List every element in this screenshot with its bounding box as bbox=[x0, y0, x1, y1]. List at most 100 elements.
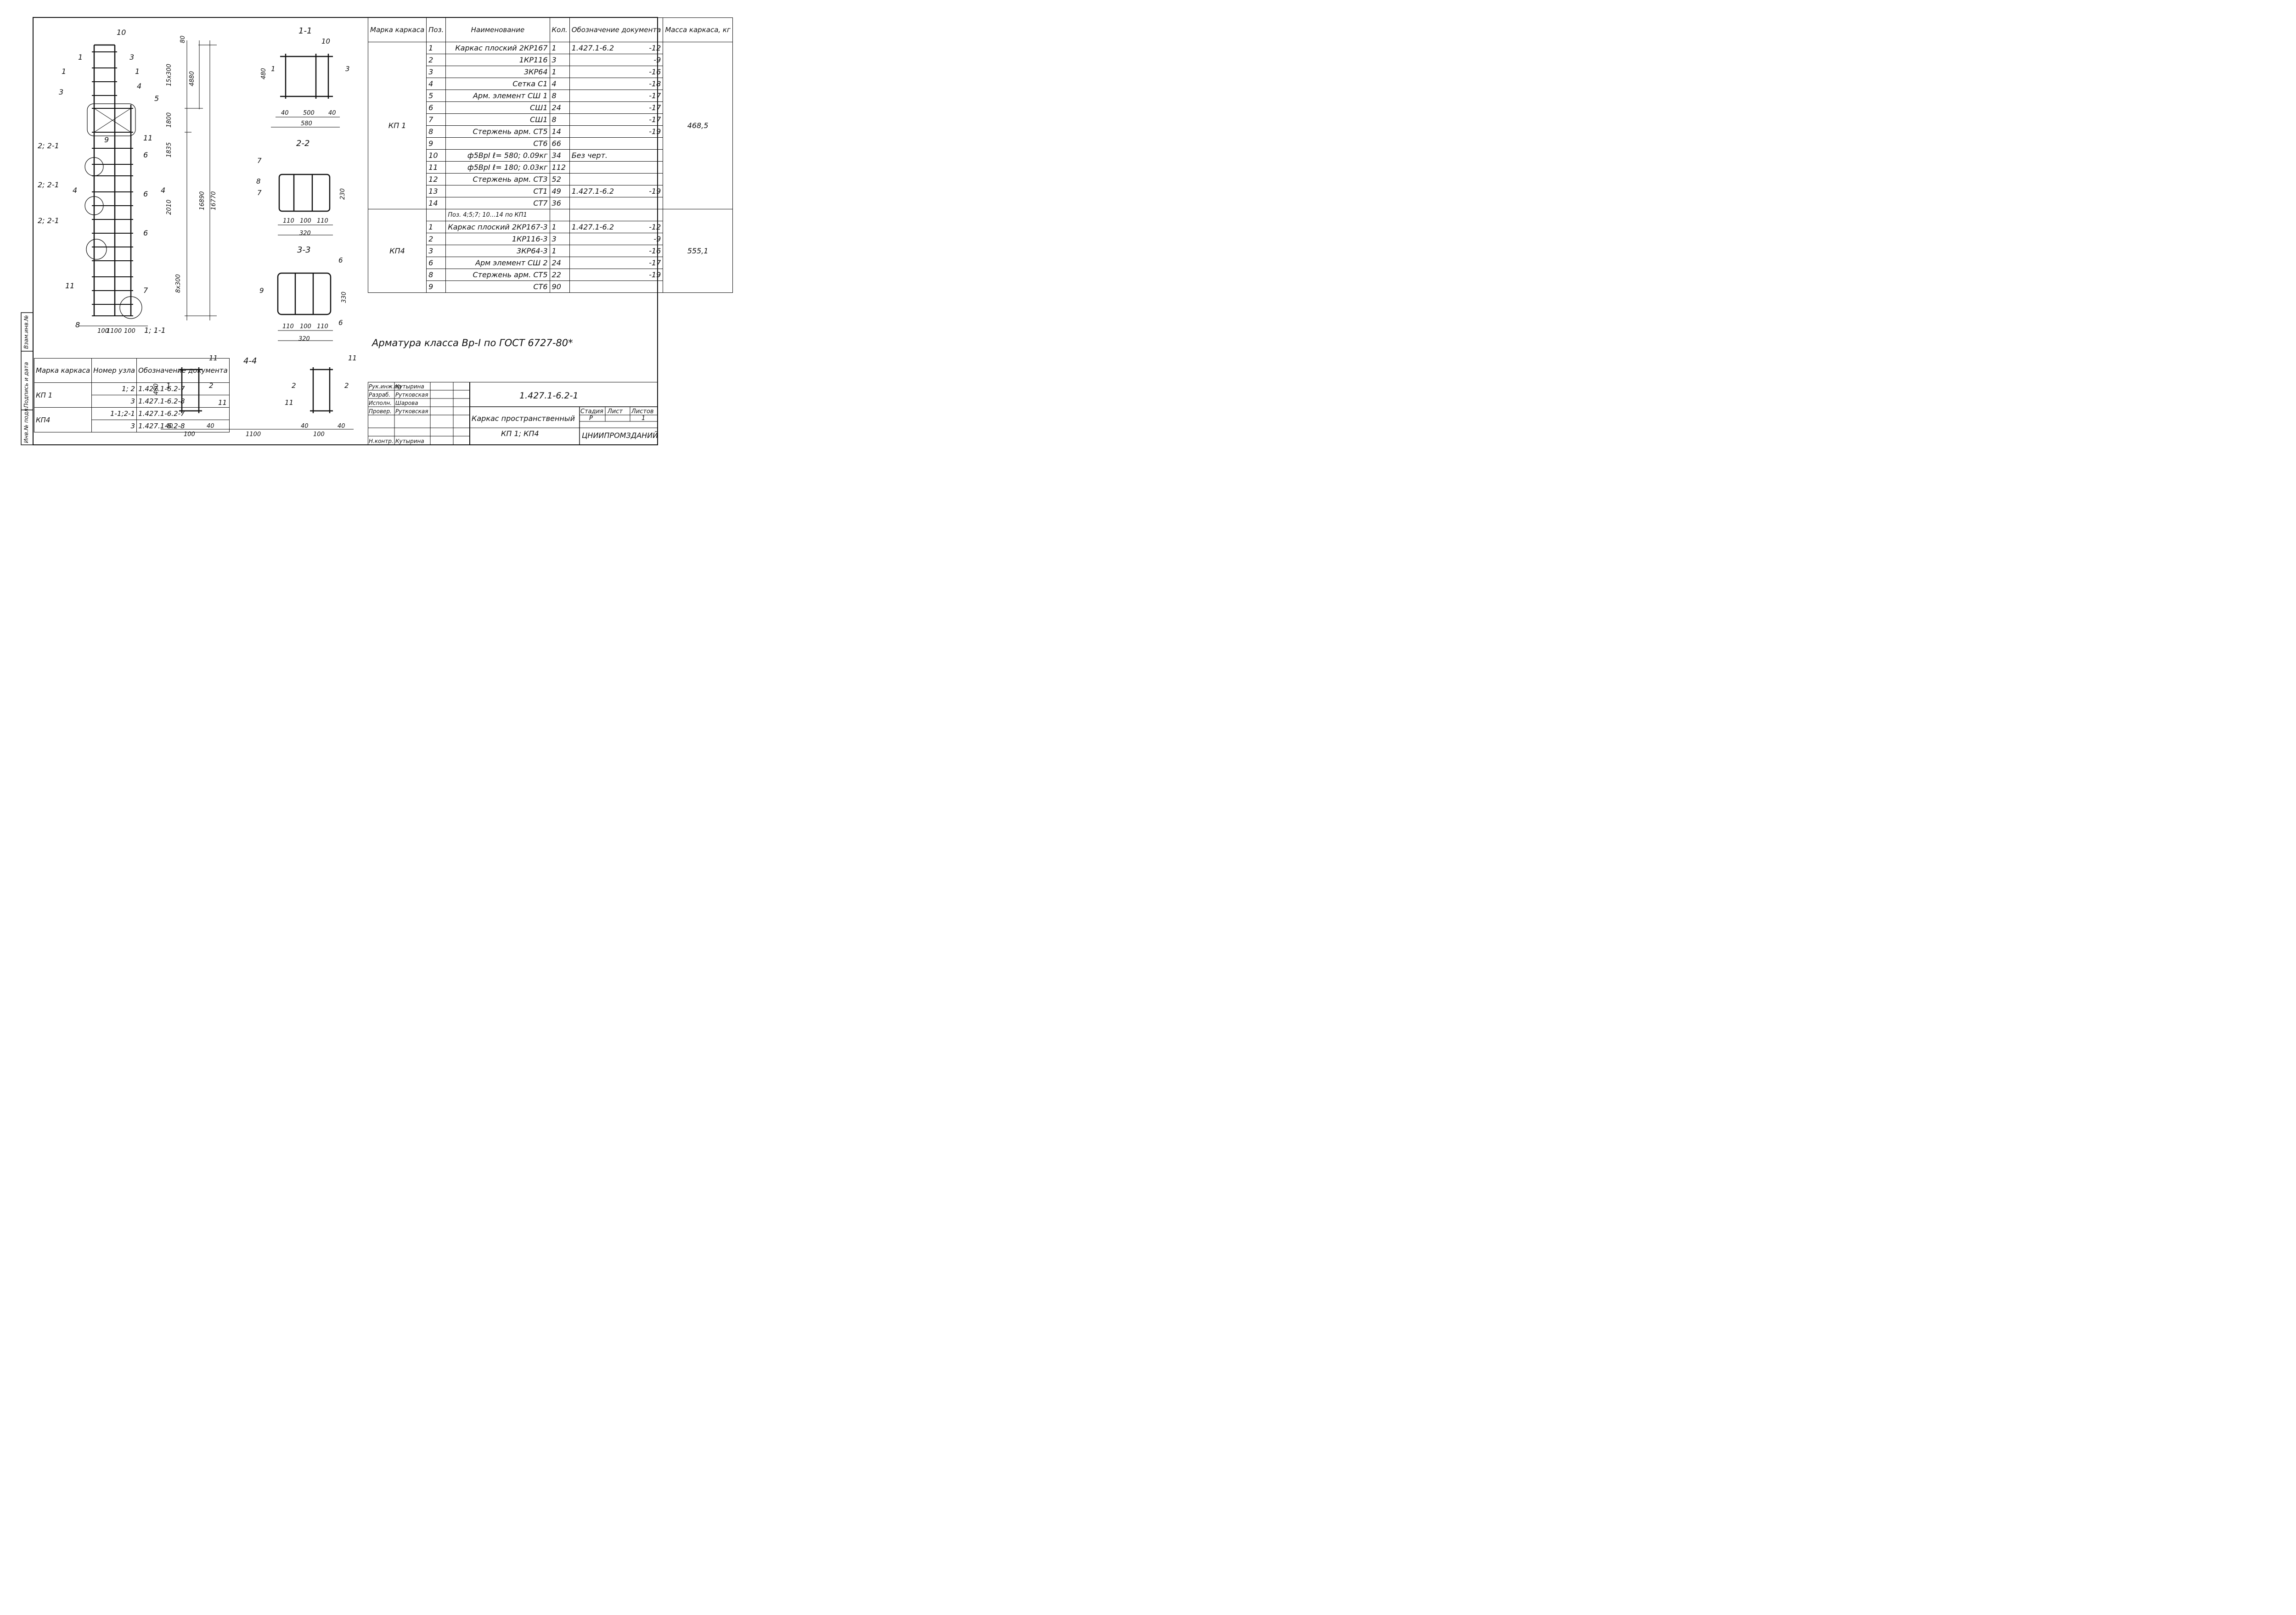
spec-name: ф5ВрI ℓ= 580; 0.09кг bbox=[445, 149, 550, 162]
spec-name: 3КР64-3 bbox=[445, 245, 550, 257]
ref-doc: 1.427.1-6.2-7 bbox=[136, 407, 230, 420]
spec-name: Арм элемент СШ 2 bbox=[445, 257, 550, 269]
spec-doc-sheet: -16 bbox=[649, 247, 661, 255]
node-reference-table: Марка каркаса Номер узла Обозначение док… bbox=[34, 358, 230, 432]
callout-7: 7 bbox=[143, 286, 148, 295]
spec-qty: 49 bbox=[549, 185, 570, 197]
spec-doc-sheet: -19 bbox=[649, 187, 661, 196]
dim-16770: 16770 bbox=[210, 191, 217, 210]
dim-320: 320 bbox=[299, 230, 311, 237]
callout-node-2-low: 2; 2-1 bbox=[38, 216, 59, 225]
section-1-1-title: 1-1 bbox=[298, 26, 312, 36]
role-3: Провер. bbox=[369, 408, 392, 415]
spec-pos: 1 bbox=[426, 42, 446, 54]
s44-callout-11d: 11 bbox=[285, 398, 293, 407]
spec-doc: -18 bbox=[569, 78, 664, 90]
s33-callout-9: 9 bbox=[259, 286, 264, 295]
spec-doc: 1.427.1-6.2-19 bbox=[569, 185, 664, 197]
spec-name: Каркас плоский 2КР167 bbox=[445, 42, 550, 54]
s22-callout-7a: 7 bbox=[257, 157, 262, 165]
spec-doc: -17 bbox=[569, 113, 664, 126]
callout-node-1: 1; 1-1 bbox=[144, 326, 166, 335]
role-5: Н.контр. bbox=[369, 438, 394, 444]
spec-doc-sheet: -12 bbox=[649, 44, 661, 52]
spec-pos: 3 bbox=[426, 245, 446, 257]
spec-doc-sheet: -19 bbox=[649, 127, 661, 136]
s11-callout-1: 1 bbox=[271, 65, 276, 73]
dim-100-right: 100 bbox=[124, 328, 135, 335]
ref-row: КП4 1-1;2-1 1.427.1-6.2-7 bbox=[34, 407, 230, 432]
dim-110-r: 110 bbox=[317, 218, 328, 224]
spec-name: СТ6 bbox=[445, 280, 550, 293]
spec-doc-code: Без черт. bbox=[571, 151, 608, 160]
spec-doc: -17 bbox=[569, 257, 664, 269]
sheets-label: Листов bbox=[631, 408, 654, 415]
spec-qty: 112 bbox=[549, 161, 570, 174]
spec-pos: 11 bbox=[426, 161, 446, 174]
cut-4-right: 4 bbox=[161, 186, 165, 195]
section-4-4-title: 4-4 bbox=[243, 356, 257, 366]
spec-pos: 13 bbox=[426, 185, 446, 197]
spec-mass: 468,5 bbox=[663, 42, 733, 209]
dim-110-l: 110 bbox=[283, 218, 294, 224]
spec-note-row: КП4 Поз. 4;5;7; 10...14 по КП1 555,1 bbox=[367, 209, 733, 293]
spec-doc-sheet: -17 bbox=[649, 258, 661, 267]
specification-table: Марка каркаса Поз. Наименование Кол. Обо… bbox=[367, 17, 733, 293]
section-3-3-title: 3-3 bbox=[297, 245, 310, 255]
s11-callout-10: 10 bbox=[321, 37, 330, 45]
spec-doc: 1.427.1-6.2-12 bbox=[569, 221, 664, 233]
spec-qty: 66 bbox=[549, 137, 570, 150]
spec-qty: 36 bbox=[549, 197, 570, 209]
ref-node: 1; 2 bbox=[91, 382, 137, 395]
ref-row: КП 1 1; 2 1.427.1-6.2-7 bbox=[34, 382, 230, 408]
ref-mark: КП 1 bbox=[34, 382, 92, 408]
spec-qty: 8 bbox=[549, 113, 570, 126]
ref-node: 3 bbox=[91, 395, 137, 408]
role-1: Разраб. bbox=[369, 392, 390, 398]
spec-doc: -19 bbox=[569, 125, 664, 138]
rebar-class-note: Арматура класса Вр-I по ГОСТ 6727-80* bbox=[372, 337, 573, 348]
section-2-2: 2-2 230 110 100 110 320 7 8 7 bbox=[256, 139, 346, 237]
callout-3: 3 bbox=[129, 53, 134, 62]
hdr-pos: Поз. bbox=[426, 17, 446, 42]
dim-15x300: 15х300 bbox=[166, 64, 173, 86]
spec-pos: 10 bbox=[426, 149, 446, 162]
role-0: Рук.инж.пр bbox=[369, 383, 402, 390]
spec-name: СТ7 bbox=[445, 197, 550, 209]
spec-doc: -16 bbox=[569, 245, 664, 257]
spec-doc-code: 1.427.1-6.2 bbox=[571, 44, 614, 52]
spec-qty: 3 bbox=[549, 54, 570, 66]
spec-doc-sheet: -12 bbox=[649, 223, 661, 231]
spec-name: СШ1 bbox=[445, 101, 550, 114]
spec-mass: 555,1 bbox=[663, 209, 733, 293]
ref-node: 3 bbox=[91, 420, 137, 432]
dim-320-2: 320 bbox=[298, 336, 310, 342]
callout-9: 9 bbox=[104, 135, 109, 144]
dim-100-b: 100 bbox=[313, 431, 325, 438]
spec-doc bbox=[569, 173, 664, 185]
dim-110-l2: 110 bbox=[282, 323, 294, 330]
role-name-2: Шарова bbox=[395, 400, 418, 406]
spec-mark: КП 1 bbox=[367, 42, 427, 209]
dim-80: 80 bbox=[180, 35, 186, 43]
dim-40-c: 40 bbox=[301, 423, 309, 430]
dim-40-d: 40 bbox=[338, 423, 345, 430]
ref-hdr-node: Номер узла bbox=[91, 358, 137, 383]
sheet-value: 1 bbox=[642, 415, 645, 422]
dim-500: 500 bbox=[303, 110, 315, 117]
doc-code: 1.427.1-6.2-1 bbox=[519, 391, 579, 401]
dim-40-l: 40 bbox=[281, 110, 289, 117]
spec-doc: -17 bbox=[569, 101, 664, 114]
spec-doc bbox=[569, 137, 664, 150]
spec-qty: 1 bbox=[549, 221, 570, 233]
spec-qty: 24 bbox=[549, 101, 570, 114]
spec-doc-sheet: -19 bbox=[649, 270, 661, 279]
hdr-name: Наименование bbox=[445, 17, 550, 42]
